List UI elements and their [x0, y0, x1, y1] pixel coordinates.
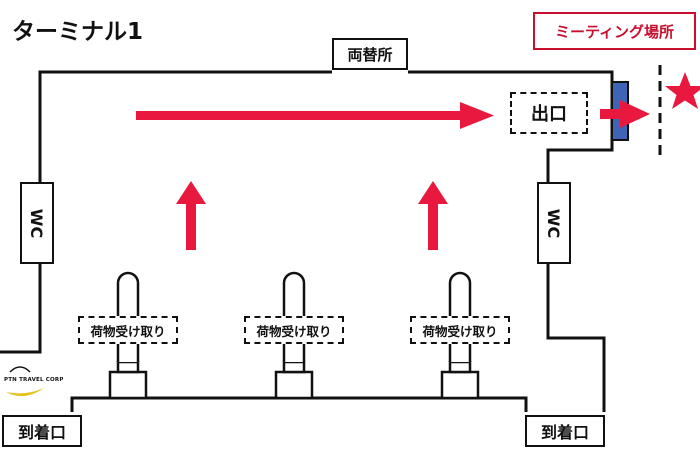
route-arrow-main [136, 102, 494, 129]
meeting-point-label: ミーティング場所 [533, 12, 696, 50]
restroom-left-label: WC [27, 208, 47, 238]
page-title: ターミナル1 [12, 19, 144, 45]
baggage-claim-label: 荷物受け取り [78, 316, 178, 344]
route-arrow-exit [600, 100, 650, 128]
arrival-gate-left: 到着口 [2, 415, 82, 447]
restroom-right-label: WC [544, 208, 564, 238]
arrival-gate-right: 到着口 [525, 415, 605, 447]
meeting-star-icon [665, 72, 700, 109]
currency-exchange-label: 両替所 [332, 38, 408, 70]
route-arrow-up-right [418, 181, 448, 250]
exit-label: 出口 [510, 92, 588, 134]
restroom-right: WC [537, 182, 571, 264]
baggage-claim-label: 荷物受け取り [244, 316, 344, 344]
logo-text: PTN TRAVEL CORP [4, 377, 64, 383]
route-arrow-up-left [176, 181, 206, 250]
baggage-claim-label: 荷物受け取り [410, 316, 510, 344]
restroom-left: WC [20, 182, 54, 264]
logo-icon [6, 366, 44, 397]
